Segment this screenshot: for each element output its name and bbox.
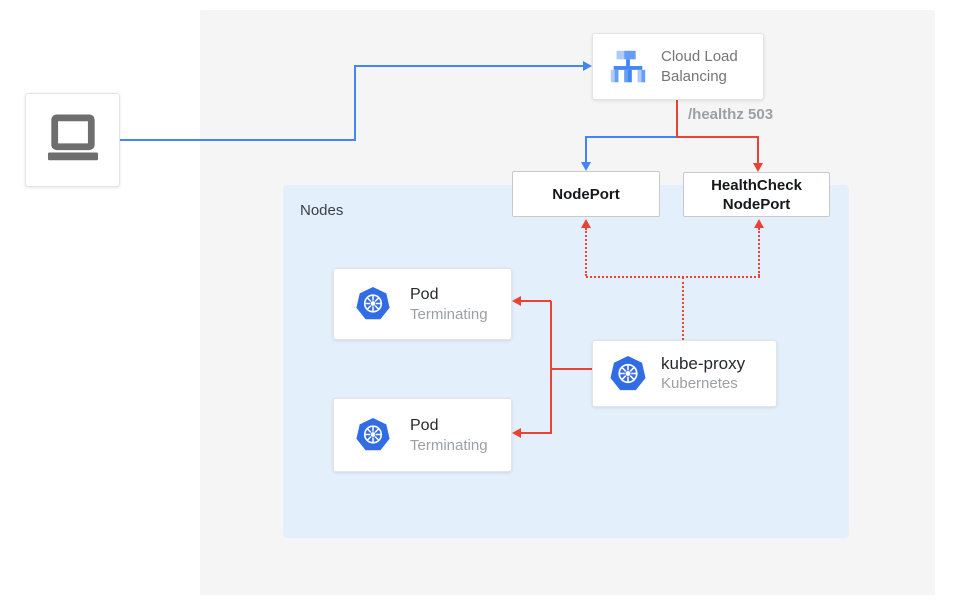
pod1-status: Terminating: [410, 305, 488, 323]
cloud-load-balancing-icon: [605, 47, 651, 87]
kubeproxy-dotted-h: [586, 276, 760, 278]
kubernetes-icon: [354, 286, 392, 322]
healthcheck-drop-red: [757, 136, 759, 164]
pod2-title: Pod: [410, 416, 439, 434]
split-line-blue: [585, 136, 676, 138]
nodeport-drop-blue: [585, 136, 587, 163]
dotted-up-to-nodeport: [585, 228, 587, 276]
kube-proxy-title: kube-proxy: [661, 354, 746, 373]
healthcheck-nodeport-box: HealthCheck NodePort: [683, 172, 830, 217]
clb-healthcheck-stem: [676, 100, 678, 137]
arrowhead-into-nodeport: [581, 162, 591, 171]
laptop-icon: [42, 114, 104, 166]
nodeport-label: NodePort: [552, 185, 620, 203]
pod1-title: Pod: [410, 285, 439, 303]
healthz-status-label: /healthz 503: [688, 106, 774, 123]
arrowhead-up-nodeport: [581, 219, 591, 228]
kubeproxy-pods-line-v: [550, 301, 552, 434]
kubernetes-icon: [609, 355, 647, 393]
clb-label: Cloud Load Balancing: [661, 47, 738, 85]
kubeproxy-pods-line-h: [551, 368, 592, 370]
client-flow-line-v: [354, 65, 356, 141]
client-flow-line-h2: [354, 65, 583, 67]
arrowhead-into-pod1: [512, 296, 521, 306]
kubeproxy-dotted-stem: [682, 277, 684, 340]
pod2-card: Pod Terminating: [333, 398, 512, 472]
client-device-card: [25, 93, 120, 187]
arrowhead-up-healthcheck: [754, 219, 764, 228]
line-into-pod1: [521, 300, 551, 302]
kube-proxy-card: kube-proxy Kubernetes: [592, 340, 777, 407]
arrowhead-into-pod2: [512, 428, 521, 438]
dotted-up-to-healthcheck: [758, 228, 760, 276]
pod1-card: Pod Terminating: [333, 268, 512, 340]
healthcheck-label-line2: NodePort: [722, 195, 791, 213]
pod2-status: Terminating: [410, 436, 488, 454]
nodes-panel-label: Nodes: [300, 202, 344, 219]
line-into-pod2: [521, 432, 551, 434]
cloud-load-balancing-card: Cloud Load Balancing: [592, 33, 764, 100]
kube-proxy-subtitle: Kubernetes: [661, 375, 738, 392]
healthcheck-label-line1: HealthCheck: [711, 176, 802, 194]
split-line-red: [676, 136, 759, 138]
arrowhead-into-clb: [583, 61, 592, 71]
arrowhead-into-healthcheck: [753, 163, 763, 172]
client-flow-line-h1: [120, 139, 356, 141]
nodeport-box: NodePort: [512, 171, 660, 217]
kubernetes-icon: [354, 417, 392, 453]
